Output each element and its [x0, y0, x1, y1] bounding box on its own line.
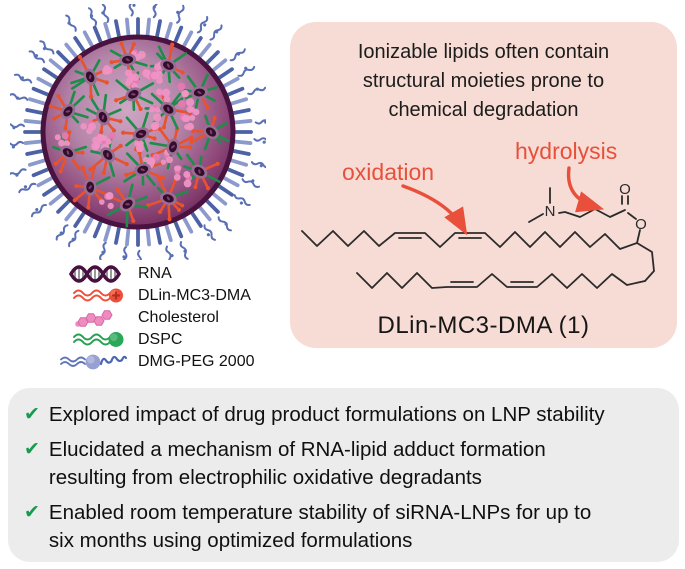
highlights-panel: ✔ Explored impact of drug product formul…	[8, 388, 679, 562]
degradation-panel: Ionizable lipids often contain structura…	[290, 22, 677, 348]
hydrolysis-arrow	[566, 166, 605, 213]
checkmark-icon: ✔	[24, 502, 40, 523]
lnp-svg	[4, 0, 275, 270]
legend-row-dmgpeg: DMG-PEG 2000	[60, 351, 254, 373]
oxidation-arrow	[401, 184, 468, 236]
molecule-structure: N O O	[301, 166, 655, 289]
highlight-bullet-2: ✔ Elucidated a mechanism of RNA-lipid ad…	[24, 436, 665, 492]
nitrogen-label: N	[545, 203, 556, 220]
annotation-arrows	[401, 166, 605, 236]
highlight-bullet-3: ✔ Enabled room temperature stability of …	[24, 499, 665, 555]
checkmark-icon: ✔	[24, 404, 40, 425]
legend-label-cholesterol: Cholesterol	[138, 309, 219, 326]
highlight-bullet-1: ✔ Explored impact of drug product formul…	[24, 401, 665, 429]
lnp-art-group	[4, 0, 275, 270]
atom-labels: N O O	[545, 181, 647, 233]
dmg-peg-icon	[60, 354, 128, 370]
legend-label-dlin: DLin-MC3-DMA	[138, 287, 251, 304]
legend-row-dspc: DSPC	[60, 329, 254, 351]
dspc-icon	[73, 332, 124, 347]
highlight-text-2: Elucidated a mechanism of RNA-lipid addu…	[48, 438, 546, 489]
ester-oxygen-label: O	[635, 216, 647, 233]
skeleton-bonds	[301, 187, 655, 289]
checkmark-icon: ✔	[24, 439, 40, 460]
dlin-mc3-dma-icon	[73, 288, 123, 303]
hydrolysis-label: hydrolysis	[515, 138, 618, 164]
highlight-text-1: Explored impact of drug product formulat…	[48, 403, 605, 426]
carbonyl-oxygen-label: O	[619, 181, 631, 198]
lnp-illustration	[4, 0, 275, 270]
legend-row-dlin: DLin-MC3-DMA	[60, 285, 254, 307]
legend-label-dmgpeg: DMG-PEG 2000	[138, 353, 255, 370]
oxidation-label: oxidation	[342, 159, 435, 185]
legend-row-cholesterol: Cholesterol	[60, 307, 254, 329]
legend-row-rna: RNA	[60, 263, 254, 285]
legend-label-rna: RNA	[138, 265, 172, 282]
degradation-title: Ionizable lipids often contain structura…	[357, 41, 610, 121]
molecule-name: DLin-MC3-DMA (1)	[377, 312, 590, 339]
highlight-text-3: Enabled room temperature stability of si…	[48, 501, 592, 552]
legend: RNA DLin-MC3-DMA Cholesterol	[60, 263, 254, 373]
cholesterol-icon	[75, 310, 113, 327]
legend-label-dspc: DSPC	[138, 331, 183, 348]
rna-icon	[69, 265, 121, 283]
